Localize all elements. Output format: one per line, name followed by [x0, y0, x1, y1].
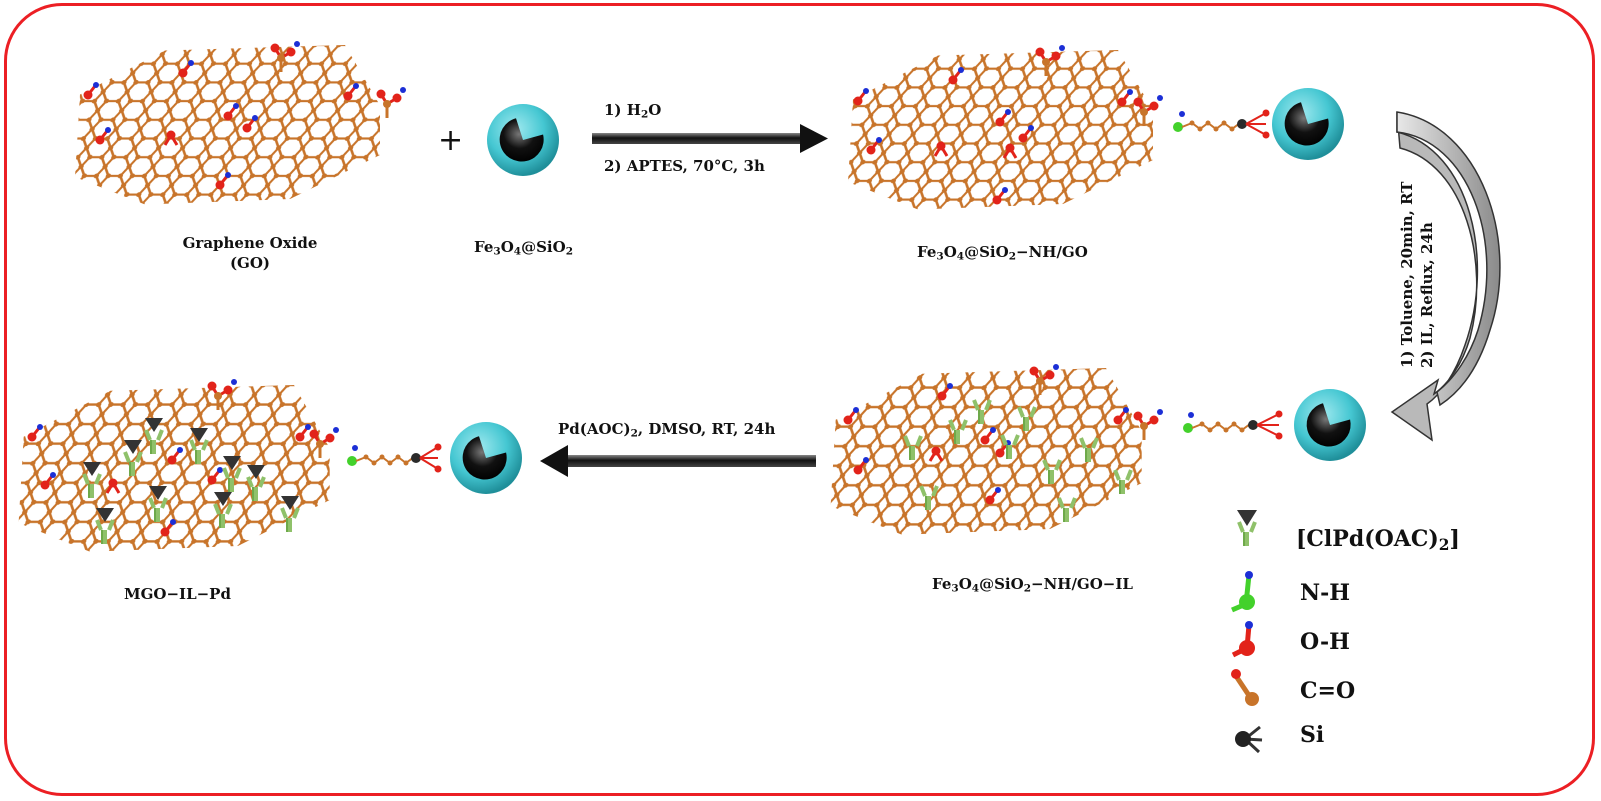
- legend-c-o-icon: [1231, 669, 1259, 706]
- step2-condition-1: 1) Toluene, 20min, RT: [1398, 181, 1416, 368]
- label-graphene-oxide: Graphene Oxide (GO): [182, 234, 318, 272]
- legend-pd-complex-icon: [1237, 510, 1257, 548]
- step2-condition-2: 2) IL, Reflux, 24h: [1418, 222, 1436, 368]
- fe3o4-sio2-nh-go-il-sheet: [830, 362, 1366, 535]
- plus-sign: +: [438, 123, 463, 158]
- reaction-arrow-3: [540, 445, 816, 477]
- step3-condition: Pd(AOC)2, DMSO, RT, 24h: [558, 420, 776, 440]
- legend-n-h-icon: [1231, 571, 1255, 613]
- legend-label-o-h: O-H: [1300, 629, 1350, 655]
- mgo-il-pd-sheet: [18, 377, 522, 552]
- graphene-oxide-sheet: [75, 39, 408, 205]
- label-mgo-il-pd: MGO−IL−Pd: [124, 585, 231, 603]
- legend-label-c-o: C=O: [1300, 678, 1356, 704]
- fe3o4-sio2-nh-go-sheet: [848, 43, 1344, 210]
- fe3o4-sio2-particle: [487, 104, 559, 176]
- step1-condition-2: 2) APTES, 70°C, 3h: [604, 157, 765, 175]
- reaction-arrow-1: [592, 124, 828, 153]
- legend-o-h-icon: [1231, 621, 1255, 658]
- label-fe3o4-sio2-nh-go-il: Fe3O4@SiO2−NH/GO−IL: [932, 575, 1133, 595]
- legend-label-n-h: N-H: [1300, 580, 1351, 606]
- reaction-arrow-2: [1390, 111, 1501, 442]
- legend-label-pd-complex: [ClPd(OAC)2]: [1296, 526, 1460, 554]
- outer-frame: [4, 3, 1595, 796]
- label-fe3o4-sio2: Fe3O4@SiO2: [474, 238, 573, 258]
- legend-si-icon: [1235, 725, 1263, 754]
- label-fe3o4-sio2-nh-go: Fe3O4@SiO2−NH/GO: [917, 243, 1088, 263]
- legend-label-si: Si: [1300, 722, 1325, 748]
- step1-condition-1: 1) H2O: [604, 101, 662, 121]
